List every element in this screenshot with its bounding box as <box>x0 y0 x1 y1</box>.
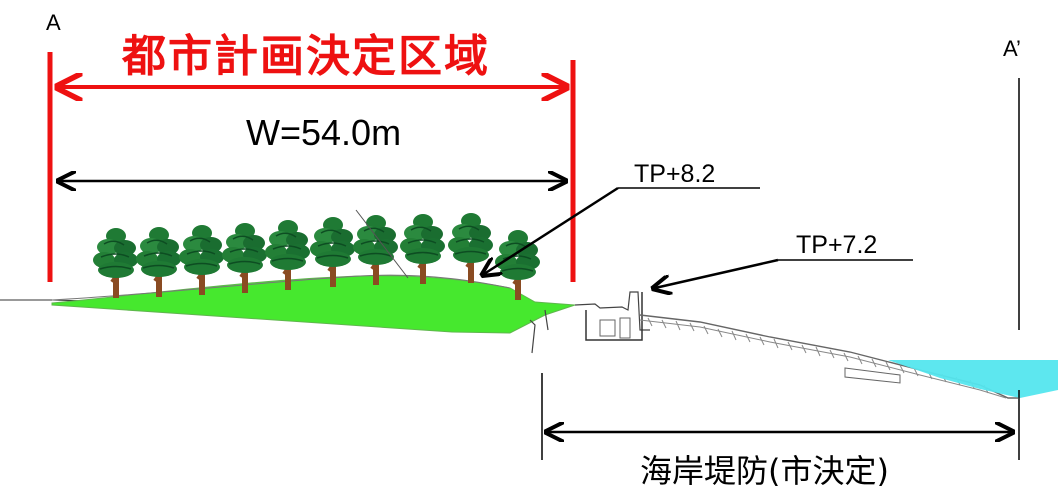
tp-lower-label: TP+7.2 <box>796 231 878 259</box>
sea-water <box>888 360 1058 398</box>
width-label: W=54.0m <box>246 112 402 153</box>
tp-lower-pointer <box>655 258 779 288</box>
green-embankment <box>51 275 576 334</box>
tree-icon <box>351 213 400 287</box>
ground-connection <box>529 291 650 354</box>
seawall-structure <box>585 292 1018 399</box>
point-a-label: A <box>46 10 61 35</box>
tree-icon <box>177 223 226 297</box>
tp-upper-pointer <box>484 186 619 274</box>
tree-icon <box>398 212 447 286</box>
tree-icon <box>134 225 183 299</box>
planning-area-title: 都市計画決定区域 <box>122 31 490 82</box>
seawall-label: 海岸堤防(市決定) <box>640 452 889 490</box>
tree-icon <box>91 226 140 300</box>
tp-upper-label: TP+8.2 <box>634 160 716 188</box>
guide-line <box>355 209 409 279</box>
point-a-prime-label: A’ <box>1003 36 1021 61</box>
